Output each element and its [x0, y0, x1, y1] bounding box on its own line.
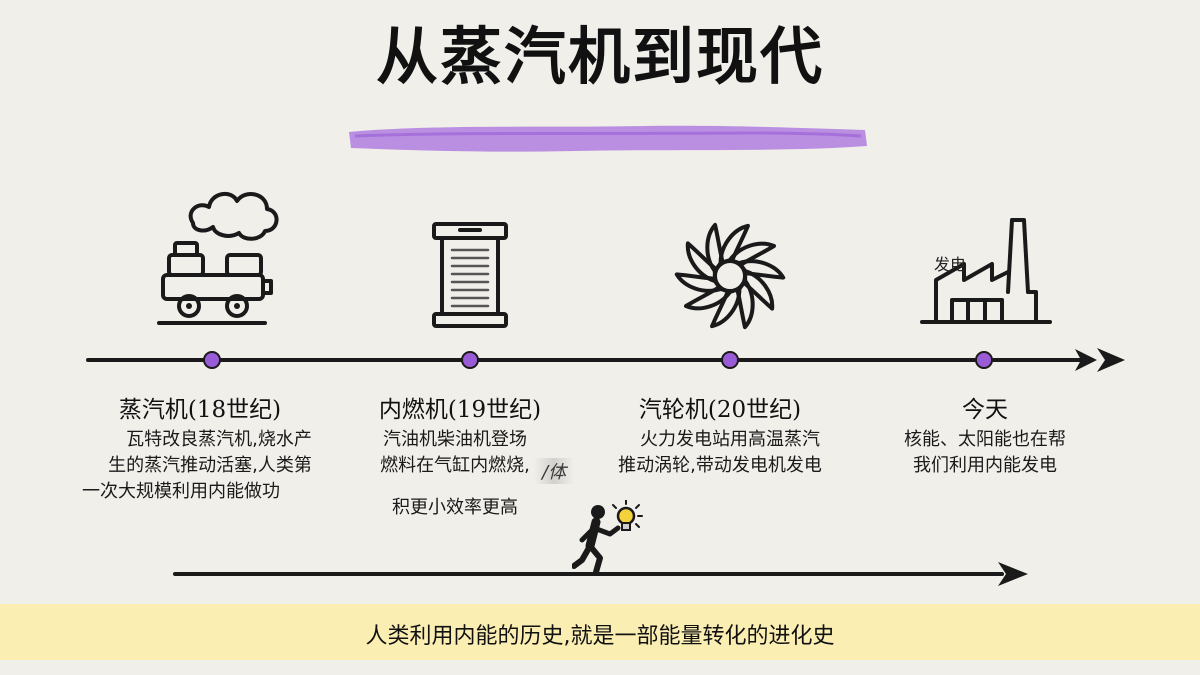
- footer-band: [0, 604, 1200, 660]
- era-heading-turbine: 汽轮机(20世纪): [638, 397, 802, 423]
- era-heading-today: 今天: [962, 397, 1008, 423]
- steam-locomotive-icon: [157, 191, 279, 325]
- internal-combustion-engine-icon: [432, 222, 508, 328]
- desc-line: 一次大规模利用内能做功: [82, 481, 280, 502]
- desc-line: 核能、太阳能也在帮: [904, 429, 1066, 450]
- turbine-icon: [674, 222, 786, 330]
- title-highlight-stroke: [349, 125, 867, 152]
- era-desc-steam: 瓦特改良蒸汽机,烧水产 生的蒸汽推动活塞,人类第 一次大规模利用内能做功: [60, 427, 360, 505]
- overlap-fragment: /体: [534, 458, 575, 484]
- page-title: 从蒸汽机到现代: [375, 20, 824, 93]
- timeline-dot-4: [975, 351, 993, 369]
- timeline-dot-3: [721, 351, 739, 369]
- footer-summary: 人类利用内能的历史,就是一部能量转化的进化史: [365, 624, 835, 649]
- timeline-dot-2: [461, 351, 479, 369]
- desc-line: 我们利用内能发电: [913, 455, 1057, 476]
- walking-person-with-lightbulb-icon: [572, 500, 643, 575]
- factory-icon-label: 发电: [934, 255, 967, 274]
- era-desc-combustion: 汽油机柴油机登场 燃料在气缸内燃烧, 积更小效率更高: [305, 427, 605, 521]
- era-desc-turbine: 火力发电站用高温蒸汽 推动涡轮,带动发电机发电: [570, 427, 870, 479]
- desc-line: 瓦特改良蒸汽机,烧水产: [126, 429, 312, 450]
- desc-line: 火力发电站用高温蒸汽: [640, 429, 820, 450]
- era-heading-combustion: 内燃机(19世纪): [378, 397, 542, 423]
- title-area: [0, 38, 1200, 152]
- era-desc-today: 核能、太阳能也在帮 我们利用内能发电: [835, 427, 1135, 479]
- desc-line: 汽油机柴油机登场: [383, 429, 527, 450]
- timeline-dot-1: [203, 351, 221, 369]
- factory-icon: [920, 218, 1052, 324]
- desc-line: 推动涡轮,带动发电机发电: [618, 455, 822, 476]
- progress-arrow: [173, 562, 1028, 586]
- desc-line: 积更小效率更高: [392, 497, 518, 518]
- desc-line: 生的蒸汽推动活塞,人类第: [108, 455, 312, 476]
- timeline-axis: [86, 348, 1125, 372]
- era-heading-steam: 蒸汽机(18世纪): [118, 397, 282, 423]
- desc-line: 燃料在气缸内燃烧,: [380, 455, 530, 476]
